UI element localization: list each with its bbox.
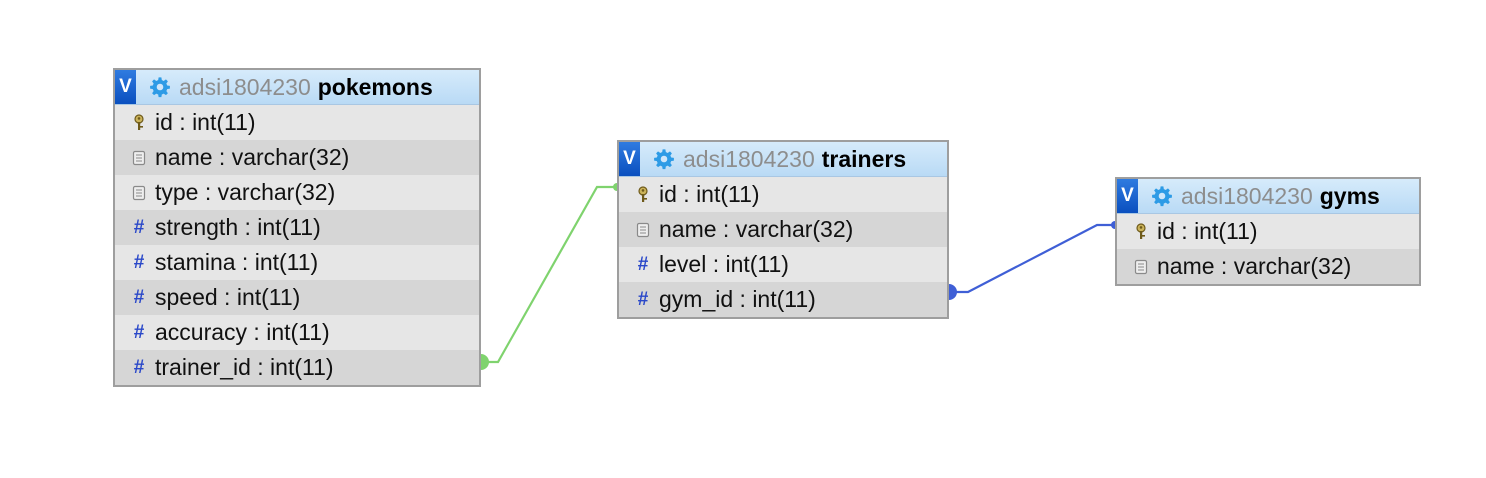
column-label: name : varchar(32) <box>659 216 854 242</box>
relation-end-cap <box>481 354 489 370</box>
hash-icon: # <box>637 289 649 310</box>
table-header[interactable]: V adsi1804230 trainers <box>619 142 947 177</box>
toggle-columns-button[interactable]: V <box>115 70 136 104</box>
key-icon <box>131 113 147 132</box>
hash-icon: # <box>133 357 145 378</box>
hash-icon: # <box>637 254 649 275</box>
column-row[interactable]: name : varchar(32) <box>619 212 947 247</box>
column-row[interactable]: name : varchar(32) <box>1117 249 1419 284</box>
text-field-icon <box>131 150 147 166</box>
hash-icon: # <box>133 252 145 273</box>
gear-icon[interactable] <box>149 76 171 98</box>
column-list: id : int(11) name : varchar(32) <box>1117 214 1419 284</box>
text-field-icon <box>635 222 651 238</box>
column-row[interactable]: id : int(11) <box>619 177 947 212</box>
column-row[interactable]: id : int(11) <box>115 105 479 140</box>
column-row[interactable]: id : int(11) <box>1117 214 1419 249</box>
gear-icon[interactable] <box>653 148 675 170</box>
database-name: adsi1804230 <box>683 145 815 172</box>
toggle-columns-button[interactable]: V <box>1117 179 1138 213</box>
column-label: gym_id : int(11) <box>659 286 816 312</box>
column-label: stamina : int(11) <box>155 249 319 275</box>
column-label: accuracy : int(11) <box>155 319 330 345</box>
column-row[interactable]: # level : int(11) <box>619 247 947 282</box>
column-list: id : int(11) name : varchar(32) type : v… <box>115 105 479 385</box>
table-name[interactable]: pokemons <box>317 73 433 100</box>
column-label: type : varchar(32) <box>155 179 336 205</box>
column-label: id : int(11) <box>659 181 760 207</box>
column-row[interactable]: # stamina : int(11) <box>115 245 479 280</box>
gear-icon[interactable] <box>1151 185 1173 207</box>
column-row[interactable]: name : varchar(32) <box>115 140 479 175</box>
table-name[interactable]: trainers <box>821 145 907 172</box>
table-name[interactable]: gyms <box>1319 182 1380 209</box>
relation-pokemons-trainers[interactable] <box>481 183 617 370</box>
column-label: id : int(11) <box>1157 218 1258 244</box>
database-name: adsi1804230 <box>1181 182 1313 209</box>
hash-icon: # <box>133 217 145 238</box>
column-row[interactable]: type : varchar(32) <box>115 175 479 210</box>
relation-line[interactable] <box>949 223 1115 294</box>
column-list: id : int(11) name : varchar(32) # level … <box>619 177 947 317</box>
hash-icon: # <box>133 287 145 308</box>
column-label: level : int(11) <box>659 251 789 277</box>
column-label: trainer_id : int(11) <box>155 354 334 380</box>
column-label: name : varchar(32) <box>155 144 350 170</box>
relation-end-cap <box>949 284 957 300</box>
column-label: name : varchar(32) <box>1157 253 1352 279</box>
column-label: id : int(11) <box>155 109 256 135</box>
column-label: speed : int(11) <box>155 284 301 310</box>
column-row[interactable]: # gym_id : int(11) <box>619 282 947 317</box>
text-field-icon <box>131 185 147 201</box>
relation-line[interactable] <box>481 185 617 364</box>
toggle-columns-button[interactable]: V <box>619 142 640 176</box>
table-trainers[interactable]: V adsi1804230 trainers id : int(11) name… <box>617 140 949 319</box>
text-field-icon <box>1133 259 1149 275</box>
table-pokemons[interactable]: V adsi1804230 pokemons id : int(11) name… <box>113 68 481 387</box>
column-label: strength : int(11) <box>155 214 321 240</box>
relation-trainers-gyms[interactable] <box>949 221 1115 300</box>
relation-start-cap <box>613 183 617 191</box>
column-row[interactable]: # speed : int(11) <box>115 280 479 315</box>
column-row[interactable]: # strength : int(11) <box>115 210 479 245</box>
database-name: adsi1804230 <box>179 73 311 100</box>
column-row[interactable]: # accuracy : int(11) <box>115 315 479 350</box>
hash-icon: # <box>133 322 145 343</box>
column-row[interactable]: # trainer_id : int(11) <box>115 350 479 385</box>
key-icon <box>635 185 651 204</box>
key-icon <box>1133 222 1149 241</box>
table-gyms[interactable]: V adsi1804230 gyms id : int(11) name : v… <box>1115 177 1421 286</box>
table-header[interactable]: V adsi1804230 gyms <box>1117 179 1419 214</box>
table-header[interactable]: V adsi1804230 pokemons <box>115 70 479 105</box>
relation-start-cap <box>1111 221 1115 229</box>
